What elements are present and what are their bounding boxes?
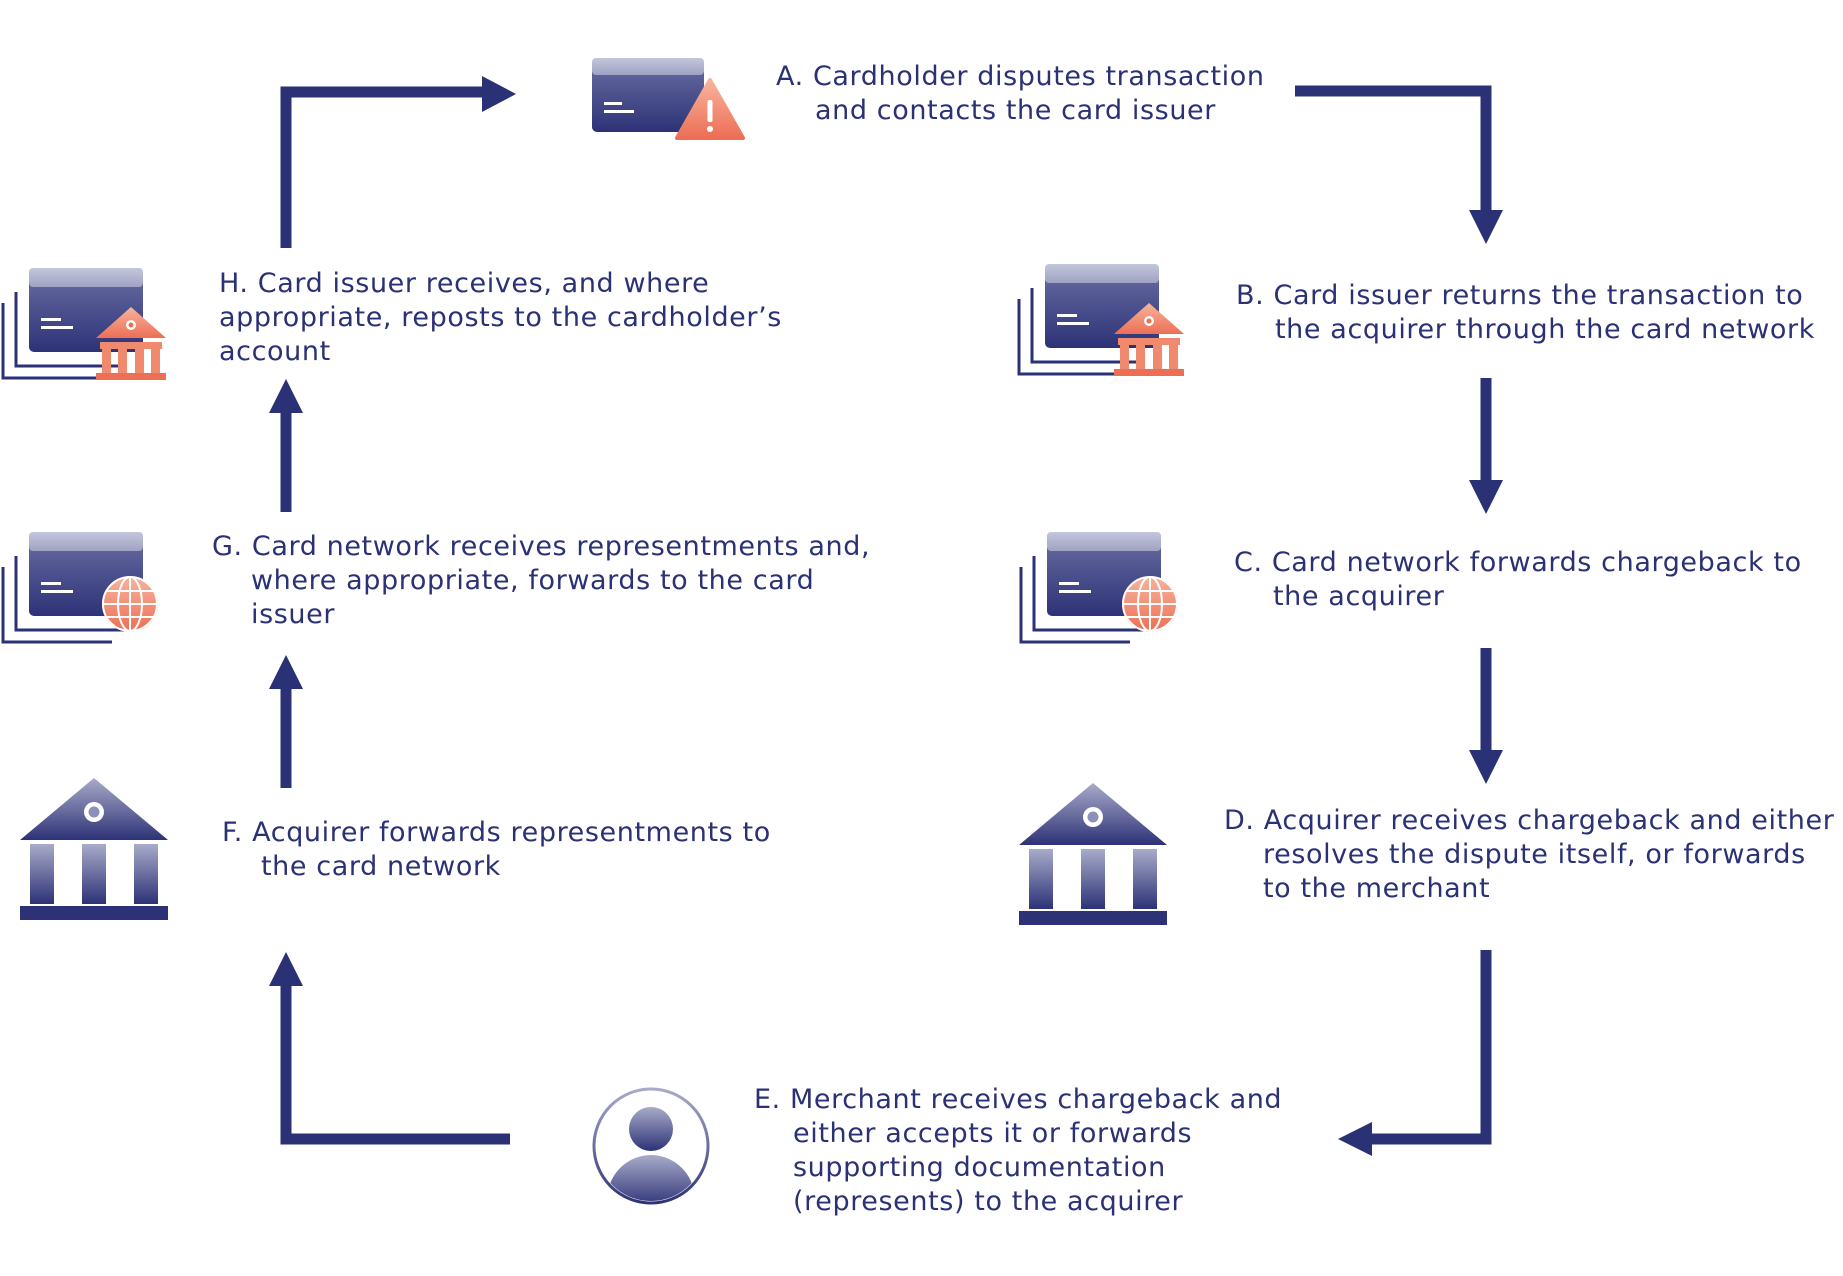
step-h-line-2: appropriate, reposts to the cardholder’s — [219, 302, 782, 333]
arrowhead-left — [1338, 1122, 1372, 1156]
step-d-label: D. Acquirer receives chargeback and eith… — [1224, 804, 1834, 906]
step-c-line-1: C. Card network forwards chargeback to — [1234, 547, 1802, 578]
step-g-line-3: issuer — [251, 599, 336, 630]
arrow-d-to-e — [1360, 950, 1492, 1145]
step-c-line-2: the acquirer — [1273, 581, 1445, 612]
step-b-label: B. Card issuer returns the transaction t… — [1236, 279, 1815, 347]
bank-icon — [1019, 783, 1167, 925]
step-b-line-1: B. Card issuer returns the transaction t… — [1236, 280, 1804, 311]
step-g-line-2: where appropriate, forwards to the card — [251, 565, 815, 596]
arrow-h-to-a — [280, 86, 490, 248]
step-a-label: A. Cardholder disputes transaction and c… — [776, 60, 1265, 128]
person-icon — [594, 1089, 708, 1207]
step-b-line-2: the acquirer through the card network — [1275, 314, 1815, 345]
step-f-line-2: the card network — [261, 851, 501, 882]
step-e-label: E. Merchant receives chargeback and eith… — [754, 1083, 1282, 1219]
bank-icon — [20, 778, 168, 920]
arrowhead-down — [1469, 750, 1503, 784]
step-c-label: C. Card network forwards chargeback to t… — [1234, 546, 1802, 614]
card-stack-globe-icon — [1, 530, 159, 644]
step-d-line-1: D. Acquirer receives chargeback and eith… — [1224, 805, 1835, 836]
step-a-line-2: and contacts the card issuer — [815, 95, 1216, 126]
arrowhead-down — [1469, 480, 1503, 514]
step-h-label: H. Card issuer receives, and where appro… — [219, 267, 782, 369]
card-stack-bank-icon — [1, 266, 166, 380]
step-e-line-2: either accepts it or forwards — [793, 1118, 1193, 1149]
step-a-line-1: A. Cardholder disputes transaction — [776, 61, 1265, 92]
step-e-line-1: E. Merchant receives chargeback and — [754, 1084, 1283, 1115]
step-d-line-2: resolves the dispute itself, or forwards — [1263, 839, 1806, 870]
arrowhead-up — [269, 655, 303, 689]
card-warning-icon — [590, 56, 745, 140]
card-stack-globe-icon — [1019, 530, 1179, 644]
step-h-line-1: H. Card issuer receives, and where — [219, 268, 710, 299]
step-g-label: G. Card network receives representments … — [212, 530, 870, 632]
step-e-line-3: supporting documentation — [793, 1152, 1166, 1183]
step-f-label: F. Acquirer forwards representments to t… — [222, 816, 771, 884]
step-f-line-1: F. Acquirer forwards representments to — [222, 817, 771, 848]
step-e-line-4: (represents) to the acquirer — [793, 1186, 1184, 1217]
step-d-line-3: to the merchant — [1263, 873, 1491, 904]
arrow-a-to-b — [1295, 85, 1492, 214]
arrowhead-up — [269, 379, 303, 413]
arrow-e-to-f — [280, 982, 510, 1145]
arrowhead-right — [482, 76, 516, 112]
step-g-line-1: G. Card network receives representments … — [212, 531, 871, 562]
step-h-line-3: account — [219, 336, 331, 367]
arrowhead-down — [1469, 210, 1503, 244]
card-stack-bank-icon — [1017, 262, 1184, 376]
arrowhead-up — [269, 952, 303, 986]
